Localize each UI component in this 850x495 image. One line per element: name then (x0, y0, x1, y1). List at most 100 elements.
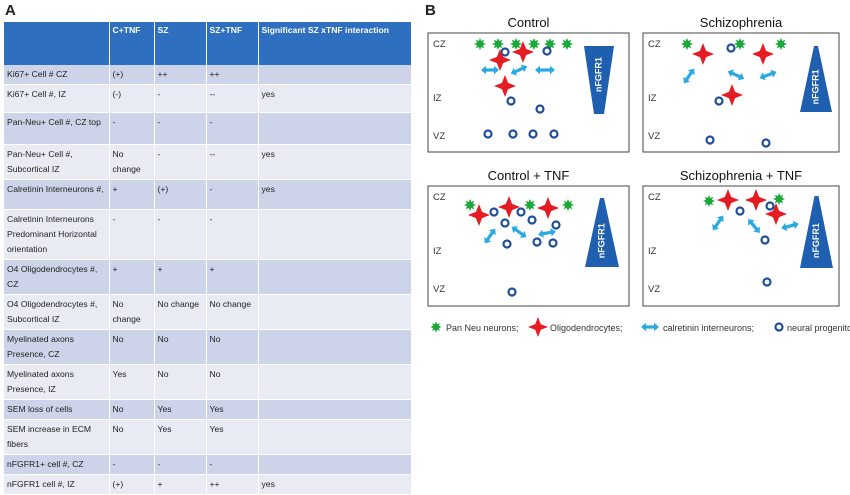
pan-neu-icon (703, 195, 715, 207)
zone-label-iz: IZ (433, 93, 442, 104)
oligodendrocyte-icon (528, 317, 548, 337)
progenitor-icon (551, 220, 561, 230)
pan-neu-icon (681, 38, 693, 50)
progenitor-icon (726, 43, 736, 53)
progenitor-icon (549, 129, 559, 139)
panel-label-b: B (425, 2, 436, 19)
cell-c-tnf: - (109, 454, 155, 475)
calretinin-icon (538, 228, 556, 238)
progenitor-icon (535, 104, 545, 114)
progenitor-icon (705, 135, 715, 145)
progenitor-icon (507, 287, 517, 297)
pan-neu-icon (528, 38, 540, 50)
oligodendrocyte-icon (512, 41, 534, 63)
calretinin-icon (727, 69, 745, 81)
progenitor-icon (527, 215, 537, 225)
oligodendrocyte-icon (692, 43, 714, 65)
oligodendrocyte-icon (721, 84, 743, 106)
table-header-row: C+TNF SZ SZ+TNF Significant SZ xTNF inte… (4, 22, 412, 65)
pan-neu-icon (464, 199, 476, 211)
cell-c-tnf: (-) (109, 84, 155, 113)
cell-c-tnf: + (109, 259, 155, 295)
cell-interaction (258, 112, 412, 145)
cell-sz-tnf: - (206, 112, 259, 145)
cell-interaction (258, 364, 412, 400)
zone-label-iz: IZ (433, 246, 442, 257)
cell-interaction: yes (258, 474, 412, 495)
cell-sz-tnf: - (206, 209, 259, 260)
progenitor-icon (542, 46, 552, 56)
cell-sz-tnf: ++ (206, 474, 259, 495)
progenitor-icon (502, 239, 512, 249)
cell-sz: - (154, 454, 207, 475)
oligodendrocyte-icon (489, 49, 511, 71)
zone-label-cz: CZ (433, 39, 446, 50)
progenitor-icon (500, 218, 510, 228)
cell-sz: Yes (154, 419, 207, 455)
oligodendrocyte-icon (752, 43, 774, 65)
progenitor-icon (714, 96, 724, 106)
cell-sz: ++ (154, 65, 207, 85)
pan-neu-icon (524, 199, 536, 211)
cell-c-tnf: No (109, 329, 155, 365)
progenitor-icon (508, 129, 518, 139)
pan-neu-icon (510, 38, 522, 50)
progenitor-icon (483, 129, 493, 139)
progenitor-icon (548, 238, 558, 248)
cell-c-tnf: No (109, 419, 155, 455)
cell-sz-tnf: No (206, 364, 259, 400)
header-interaction: Significant SZ xTNF interaction (258, 22, 412, 65)
progenitor-icon (761, 138, 771, 148)
cell-c-tnf: + (109, 179, 155, 210)
progenitor-icon (489, 207, 499, 217)
cell-sz-tnf: -- (206, 84, 259, 113)
cell-sz-tnf: - (206, 454, 259, 475)
cell-measure: Ki67+ Cell #, IZ (4, 84, 110, 113)
diagram-box-title: Control (508, 15, 550, 30)
zone-label-cz: CZ (648, 192, 661, 203)
oligodendrocyte-icon (717, 189, 739, 211)
progenitor-icon (506, 96, 516, 106)
diagram-box-title: Schizophrenia (700, 15, 783, 30)
cell-measure: O4 Oligodendrocytes #, CZ (4, 259, 110, 295)
progenitor-icon (735, 206, 745, 216)
nfgfr1-gradient-triangle (584, 46, 614, 114)
cell-c-tnf: - (109, 209, 155, 260)
cell-sz: - (154, 112, 207, 145)
cell-c-tnf: - (109, 112, 155, 145)
progenitor-icon (516, 207, 526, 217)
table-row: Pan-Neu+ Cell #, CZ top--- (4, 112, 412, 145)
header-measure (4, 22, 110, 65)
oligodendrocyte-icon (765, 203, 787, 225)
calretinin-icon (712, 215, 724, 231)
cell-measure: Myelinated axons Presence, CZ (4, 329, 110, 365)
nfgfr1-label: nFGFR1 (596, 223, 606, 258)
progenitor-icon (500, 47, 510, 57)
nfgfr1-label: nFGFR1 (593, 57, 603, 92)
oligodendrocyte-icon (468, 204, 490, 226)
cell-sz-tnf: No (206, 329, 259, 365)
cell-sz: No (154, 329, 207, 365)
cell-interaction: yes (258, 179, 412, 210)
cell-c-tnf: Yes (109, 364, 155, 400)
table-row: nFGFR1+ cell #, CZ--- (4, 454, 412, 475)
cell-sz: - (154, 144, 207, 180)
cell-sz: (+) (154, 179, 207, 210)
calretinin-icon (484, 228, 496, 244)
cell-sz-tnf: ++ (206, 65, 259, 85)
nfgfr1-gradient-triangle (800, 196, 833, 268)
zone-label-vz: VZ (648, 131, 660, 142)
cell-sz: + (154, 474, 207, 495)
cell-sz: - (154, 84, 207, 113)
nfgfr1-gradient-triangle (800, 46, 832, 112)
cell-measure: Ki67+ Cell # CZ (4, 65, 110, 85)
header-c-tnf: C+TNF (109, 22, 155, 65)
cell-interaction: yes (258, 144, 412, 180)
zone-label-iz: IZ (648, 246, 657, 257)
cell-sz-tnf: + (206, 259, 259, 295)
diagram-box-title: Control + TNF (488, 168, 570, 183)
pan-neu-icon (474, 38, 486, 50)
